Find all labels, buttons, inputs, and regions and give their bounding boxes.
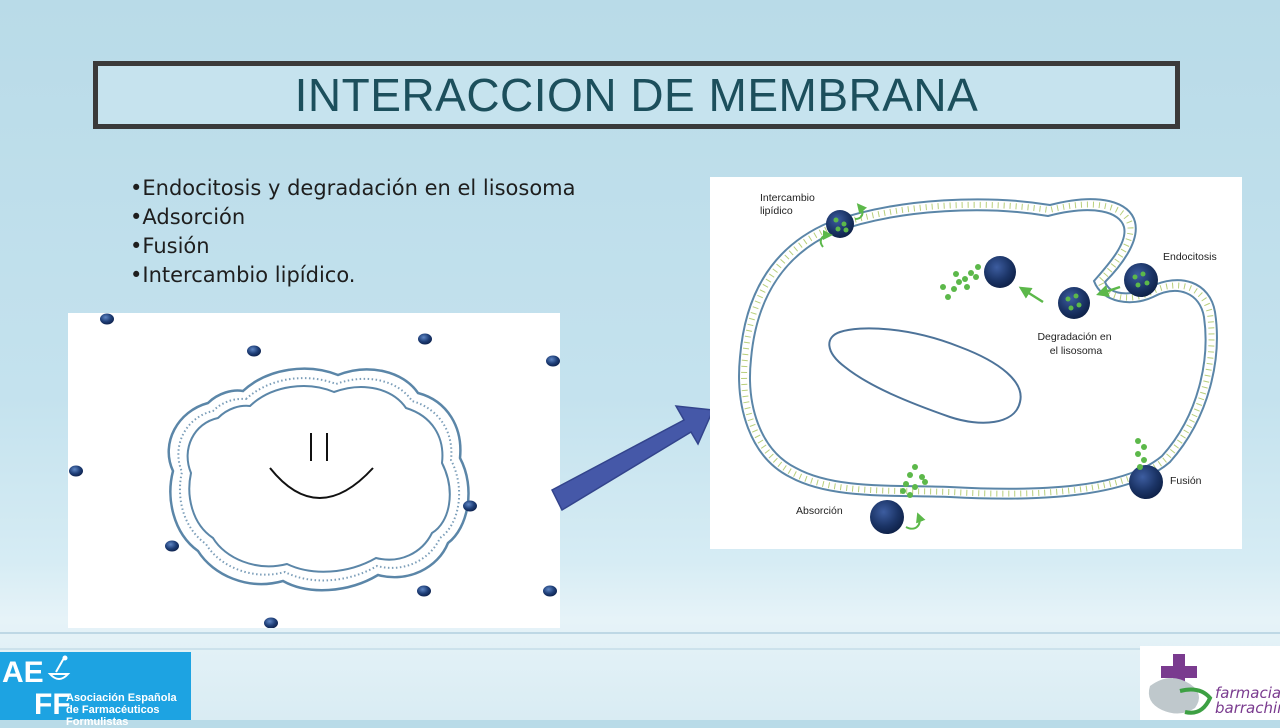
vesicle-intercambio: [826, 210, 854, 238]
endocytosis-arrow-icon: [1096, 285, 1121, 297]
adsorbed-lipids: [900, 464, 928, 498]
lipid-dots: [1135, 438, 1147, 470]
particle: [543, 585, 557, 597]
horizon-line: [0, 632, 1280, 634]
vesicle-membrane-inner: [177, 377, 461, 582]
particle: [418, 333, 432, 345]
bullet-item: •Adsorción: [130, 205, 246, 229]
particle: [264, 617, 278, 629]
particle: [69, 465, 83, 477]
aeff-logo: AE FF Asociación Española de Farmacéutic…: [0, 652, 191, 728]
smiley-mouth: [269, 467, 374, 499]
particle: [165, 540, 179, 552]
pharmacy-cross-icon: [1148, 654, 1213, 715]
particle: [463, 500, 477, 512]
liposome-svg: [69, 313, 560, 629]
label-fusion: Fusión: [1170, 475, 1202, 487]
logo-organization: Asociación Española de Farmacéuticos For…: [66, 692, 177, 728]
lysosome: [1058, 287, 1090, 319]
title-box: INTERACCION DE MEMBRANA: [93, 61, 1180, 129]
particle: [417, 585, 431, 597]
lipid-dots: [1065, 293, 1082, 311]
transition-arrow: [551, 405, 715, 512]
logo-name: farmacia barrachina: [1215, 686, 1280, 716]
vesicle-membrane-core: [186, 385, 451, 573]
interaction-svg: Intercambio lipídico Endocitosis Degrada…: [738, 192, 1218, 534]
farmacia-barrachina-logo: farmacia barrachina: [1140, 646, 1280, 720]
lipid-dots: [1132, 271, 1150, 288]
degradation-arrow-icon: [1018, 286, 1044, 304]
vesicle-fusion: [1129, 465, 1163, 499]
exchange-arrow-icon: [854, 203, 868, 220]
logo-name-line2: barrachina: [1215, 699, 1280, 717]
label-degradacion: Degradación en el lisosoma: [1037, 331, 1114, 357]
particles: [69, 313, 560, 629]
absorption-arrow-icon: [905, 512, 926, 530]
lipid-dots: [833, 217, 849, 233]
bullet-list: •Endocitosis y degradación en el lisosom…: [130, 174, 576, 290]
cell-membrane-inner: [749, 209, 1207, 490]
logo-initials-bottom: FF: [34, 688, 71, 721]
slide-title: INTERACCION DE MEMBRANA: [294, 69, 979, 121]
released-lipids: [940, 264, 981, 300]
particle: [247, 345, 261, 357]
logo-name-line1: farmacia: [1215, 684, 1280, 702]
vesicle-endocitosis: [1124, 263, 1158, 297]
label-absorcion: Absorción: [796, 505, 843, 517]
vesicle-membrane-outer: [167, 367, 470, 592]
bullet-item: •Fusión: [130, 234, 210, 258]
label-endocitosis: Endocitosis: [1163, 251, 1217, 263]
liposome-illustration: [68, 313, 560, 629]
horizon-line: [0, 648, 1280, 650]
vesicle-absorcion: [870, 500, 904, 534]
particle: [546, 355, 560, 367]
exchange-arrow-icon: [819, 230, 833, 248]
bullet-item: •Intercambio lipídico.: [130, 263, 356, 287]
cell-membrane-lipids: [741, 201, 1215, 497]
label-intercambio: Intercambio lipídico: [760, 192, 818, 217]
particle: [100, 313, 114, 325]
degraded-vesicle: [984, 256, 1016, 288]
mortar-icon: [47, 655, 71, 680]
bullet-item: •Endocitosis y degradación en el lisosom…: [130, 176, 576, 200]
nucleus: [828, 327, 1022, 424]
cell-membrane-outer: [738, 198, 1218, 500]
membrane-interaction-diagram: Intercambio lipídico Endocitosis Degrada…: [710, 177, 1242, 549]
logo-initials-top: AE: [2, 656, 44, 689]
